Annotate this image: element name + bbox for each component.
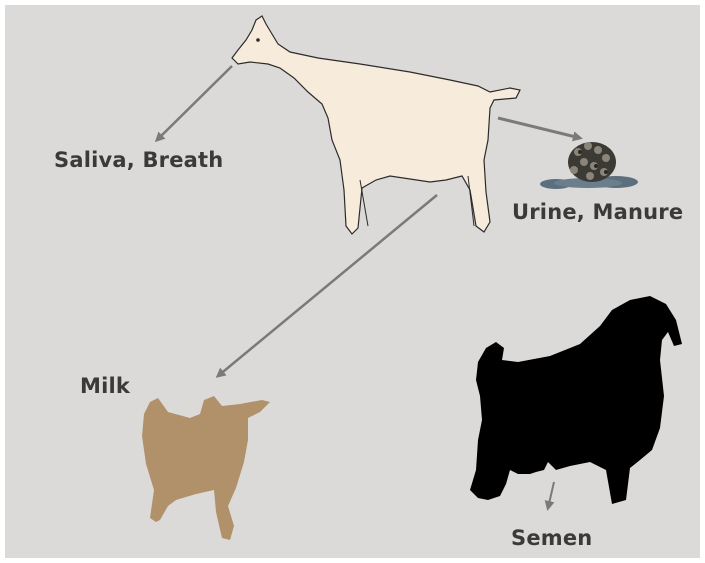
saliva-arrow: [157, 66, 232, 140]
manure-icon: [540, 142, 638, 189]
semen-label: Semen: [511, 526, 592, 550]
saliva-breath-label: Saliva, Breath: [54, 148, 223, 172]
milk-label: Milk: [80, 374, 130, 398]
urine-manure-label: Urine, Manure: [512, 200, 683, 224]
kid-goat-icon: [142, 396, 270, 540]
urine-arrow: [498, 118, 580, 138]
milk-arrow: [218, 195, 437, 376]
adult-goat-icon: [232, 16, 520, 234]
semen-arrow: [548, 482, 554, 508]
buck-silhouette-icon: [470, 296, 682, 504]
